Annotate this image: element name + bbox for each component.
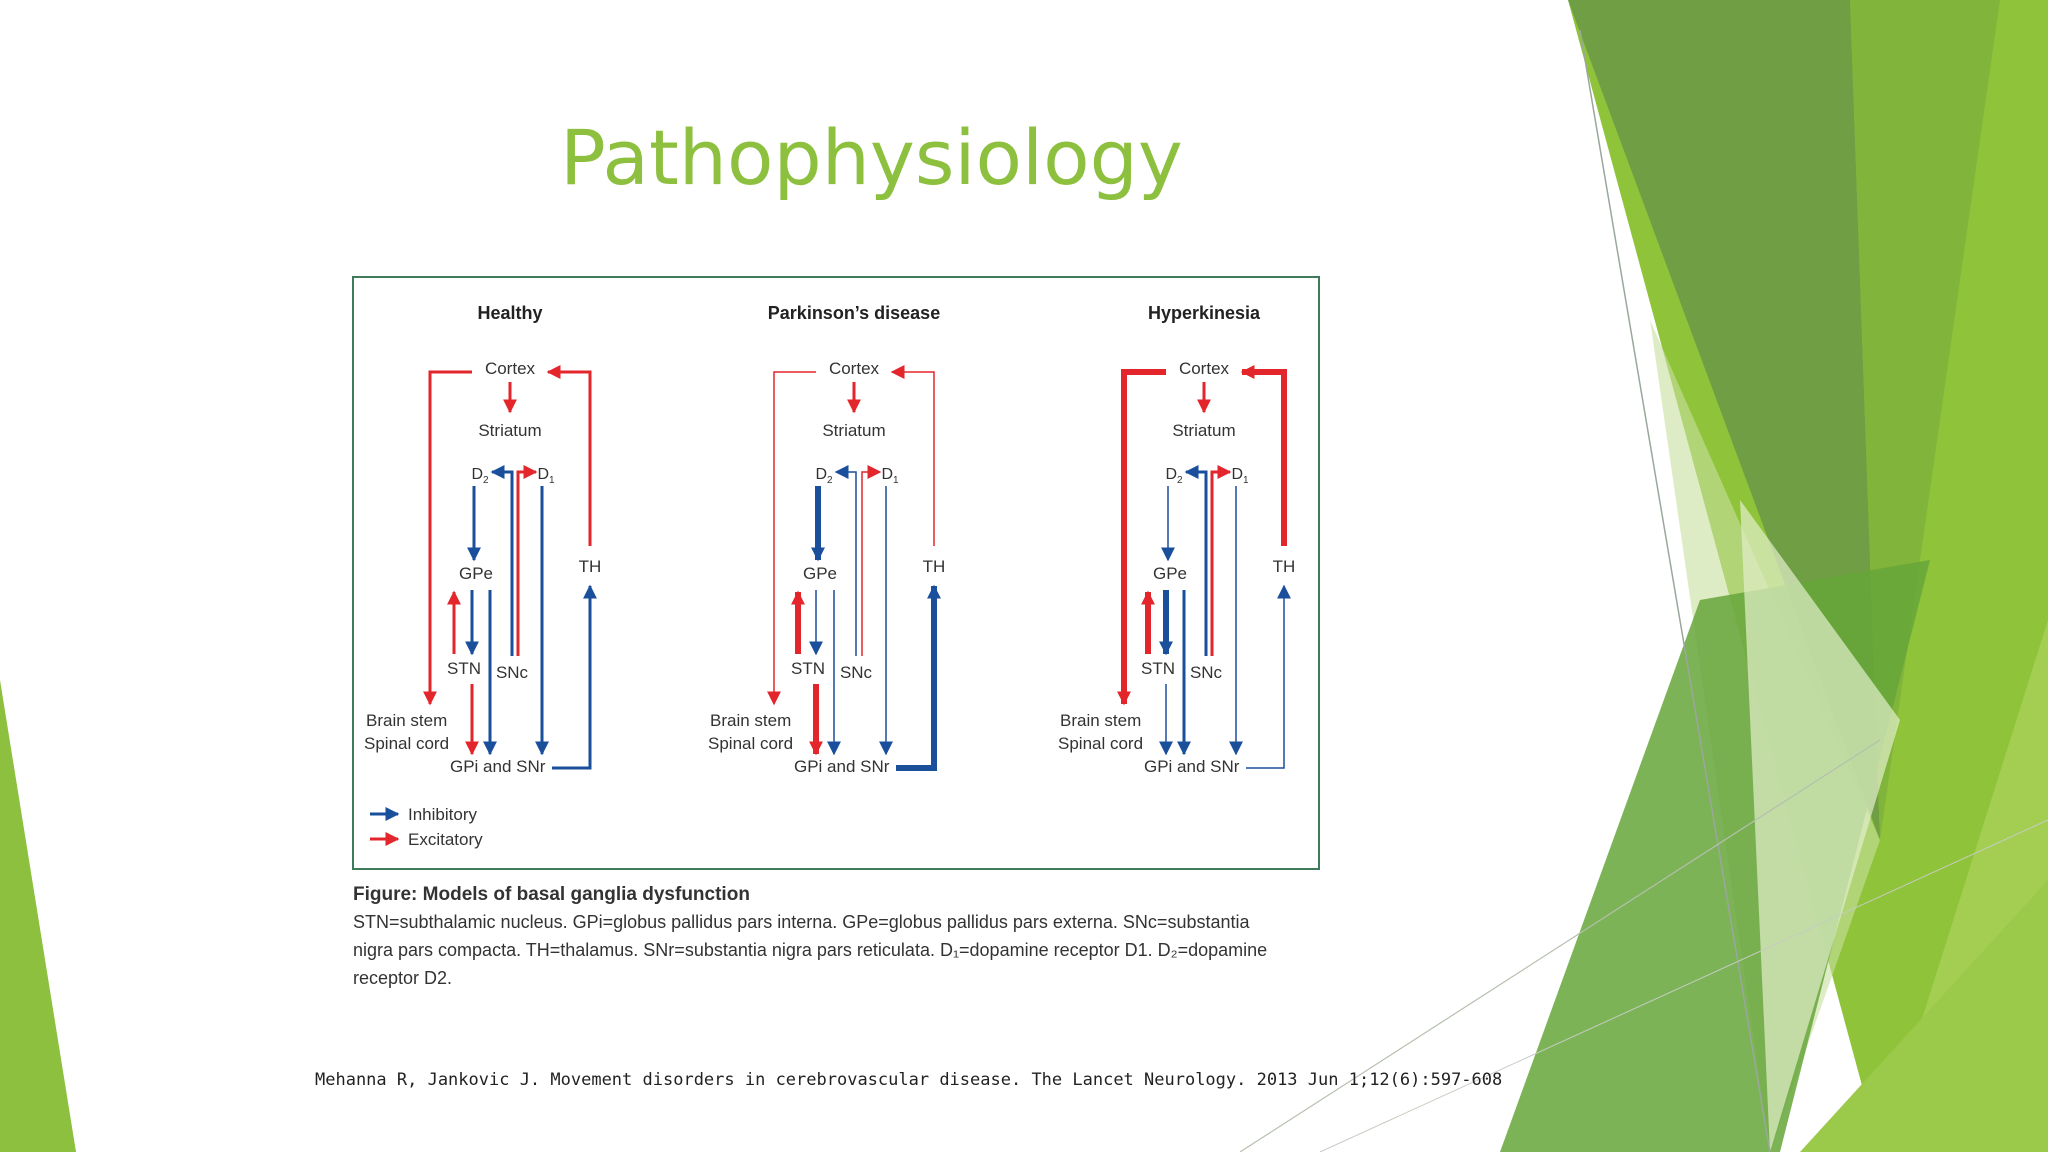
figure-caption: Figure: Models of basal ganglia dysfunct… — [353, 882, 1333, 992]
label-d1: D1 — [881, 466, 899, 486]
arrow-snc-to-d1 — [516, 465, 538, 656]
label-d1: D1 — [1231, 466, 1249, 486]
label-d2: D2 — [471, 466, 489, 486]
legend-inhibitory-label: Inhibitory — [408, 805, 477, 824]
label-striatum: Striatum — [822, 421, 885, 440]
label-d1: D1 — [537, 466, 555, 486]
label-th: TH — [579, 557, 602, 576]
label-stn: STN — [447, 659, 481, 678]
label-gpe: GPe — [1153, 564, 1187, 583]
panel-parkinsons: Parkinson’s disease Cortex Striatum D2 D… — [708, 303, 945, 776]
panel-healthy: Healthy Cortex Striatum D2 D1 GPe TH STN… — [364, 303, 601, 776]
citation: Mehanna R, Jankovic J. Movement disorder… — [315, 1070, 1503, 1090]
caption-line-1: STN=subthalamic nucleus. GPi=globus pall… — [353, 912, 1250, 932]
arrow-snc-to-d1 — [1210, 465, 1232, 656]
label-d2: D2 — [815, 466, 833, 486]
arrow-snc-to-d2 — [834, 465, 857, 656]
arrow-gpi-to-th — [896, 584, 941, 771]
arrow-cortex-to-brainstem — [1117, 369, 1166, 706]
arrow-snc-to-d1 — [861, 465, 882, 656]
label-gpi-snr: GPi and SNr — [794, 757, 890, 776]
label-th: TH — [923, 557, 946, 576]
label-brain-stem: Brain stem — [1060, 711, 1141, 730]
arrow-cortex-to-brainstem — [423, 370, 472, 706]
arrow-gpi-to-th — [1246, 584, 1291, 769]
legend: Inhibitory Excitatory — [370, 805, 483, 849]
slide-title: Pathophysiology — [560, 113, 1183, 202]
label-th: TH — [1273, 557, 1296, 576]
arrow-th-to-cortex — [546, 365, 592, 546]
label-cortex: Cortex — [485, 359, 536, 378]
label-gpe: GPe — [459, 564, 493, 583]
caption-title: Figure: Models of basal ganglia dysfunct… — [353, 884, 750, 905]
arrow-th-to-cortex — [1240, 365, 1287, 546]
label-brain-stem: Brain stem — [710, 711, 791, 730]
label-spinal-cord: Spinal cord — [1058, 734, 1143, 753]
panel-title-parkinsons: Parkinson’s disease — [768, 303, 940, 323]
label-gpe: GPe — [803, 564, 837, 583]
label-cortex: Cortex — [829, 359, 880, 378]
arrow-gpi-to-th — [552, 584, 597, 770]
label-stn: STN — [791, 659, 825, 678]
arrow-th-to-cortex — [890, 365, 935, 546]
label-gpi-snr: GPi and SNr — [450, 757, 546, 776]
arrow-snc-to-d2 — [490, 465, 514, 656]
panel-title-healthy: Healthy — [477, 303, 542, 323]
panel-hyperkinesia: Hyperkinesia Cortex Striatum D2 D1 GPe T… — [1058, 303, 1295, 776]
label-stn: STN — [1141, 659, 1175, 678]
label-spinal-cord: Spinal cord — [364, 734, 449, 753]
label-snc: SNc — [1190, 663, 1223, 682]
label-d2: D2 — [1165, 466, 1183, 486]
arrow-cortex-to-brainstem — [767, 371, 816, 706]
figure-frame — [352, 276, 1320, 870]
label-striatum: Striatum — [478, 421, 541, 440]
legend-excitatory-label: Excitatory — [408, 830, 483, 849]
label-snc: SNc — [840, 663, 873, 682]
label-gpi-snr: GPi and SNr — [1144, 757, 1240, 776]
basal-ganglia-figure: Healthy Cortex Striatum D2 D1 GPe TH STN… — [352, 276, 1320, 870]
arrow-snc-to-d2 — [1184, 465, 1208, 656]
label-brain-stem: Brain stem — [366, 711, 447, 730]
label-spinal-cord: Spinal cord — [708, 734, 793, 753]
label-striatum: Striatum — [1172, 421, 1235, 440]
label-snc: SNc — [496, 663, 529, 682]
caption-line-3: receptor D2. — [353, 968, 453, 988]
label-cortex: Cortex — [1179, 359, 1230, 378]
caption-line-2: nigra pars compacta. TH=thalamus. SNr=su… — [353, 940, 1268, 960]
panel-title-hyperkinesia: Hyperkinesia — [1148, 303, 1261, 323]
